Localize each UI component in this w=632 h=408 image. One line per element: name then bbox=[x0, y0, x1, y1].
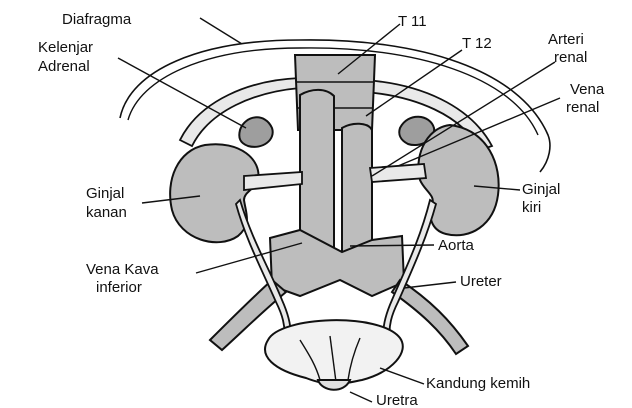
label-ginjal-kanan-1: Ginjal bbox=[86, 185, 124, 202]
renal-vessel-left bbox=[370, 164, 426, 182]
renal-vessel-right bbox=[244, 172, 302, 190]
label-vena-renal-1: Vena bbox=[570, 81, 605, 98]
label-ginjal-kiri-2: kiri bbox=[522, 199, 541, 216]
label-ginjal-kiri-1: Ginjal bbox=[522, 181, 560, 198]
label-kelenjar-adrenal-1: Kelenjar bbox=[38, 39, 93, 56]
label-kelenjar-adrenal-2: Adrenal bbox=[38, 58, 90, 75]
label-t11: T 11 bbox=[398, 13, 427, 30]
lower-trunk bbox=[270, 230, 404, 296]
label-vena-kava-2: inferior bbox=[96, 279, 142, 296]
leader-diafragma bbox=[200, 18, 242, 44]
leader-aorta bbox=[350, 245, 434, 246]
urethra bbox=[318, 380, 350, 390]
label-uretra: Uretra bbox=[376, 392, 418, 408]
aorta bbox=[342, 124, 372, 258]
label-arteri-renal-2: renal bbox=[554, 49, 587, 66]
label-arteri-renal-1: Arteri bbox=[548, 31, 584, 48]
leader-ureter bbox=[404, 282, 456, 288]
leader-uretra bbox=[350, 392, 372, 402]
label-aorta: Aorta bbox=[438, 237, 475, 254]
adrenal-gland-right bbox=[239, 117, 272, 147]
label-t12: T 12 bbox=[462, 35, 492, 52]
label-kandung-kemih: Kandung kemih bbox=[426, 375, 530, 392]
label-ureter: Ureter bbox=[460, 273, 502, 290]
bladder bbox=[265, 320, 403, 384]
label-diafragma: Diafragma bbox=[62, 11, 132, 28]
leader-kandung bbox=[380, 368, 424, 384]
label-vena-kava-1: Vena Kava bbox=[86, 261, 159, 278]
label-ginjal-kanan-2: kanan bbox=[86, 204, 127, 221]
label-vena-renal-2: renal bbox=[566, 99, 599, 116]
